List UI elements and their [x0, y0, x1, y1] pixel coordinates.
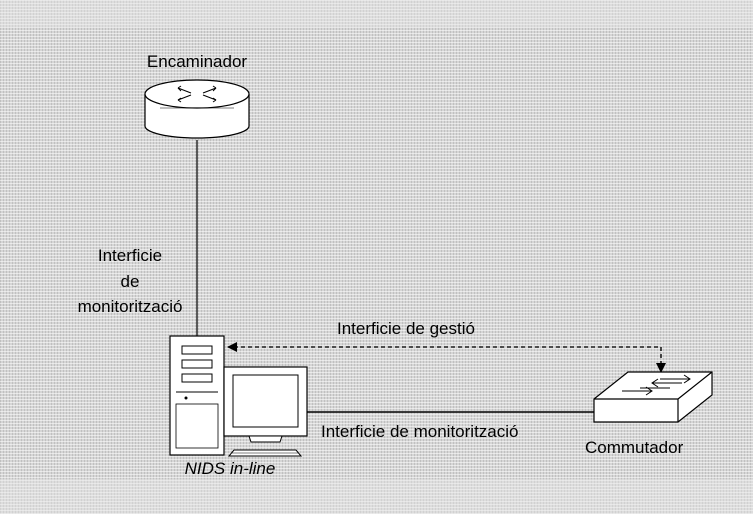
- bottom-band: [0, 479, 753, 514]
- management-link-label: Interficie de gestió: [337, 319, 475, 338]
- computer-tower-icon: [169, 335, 225, 456]
- router-nids-link-label-line2: de: [120, 272, 140, 291]
- monitor-icon: [223, 366, 308, 443]
- switch-label: Commutador: [585, 438, 684, 457]
- router-label: Encaminador: [146, 52, 248, 71]
- router-nids-link-label-line3: monitorització: [77, 297, 183, 316]
- top-band: [0, 0, 753, 28]
- keyboard-icon: [227, 449, 303, 457]
- management-link: [227, 342, 662, 365]
- router-nids-link-label-line1: Interficie: [97, 246, 163, 265]
- router-icon: [144, 79, 250, 139]
- nids-label: NIDS in-line: [184, 459, 276, 478]
- nids-switch-link-label: Interficie de monitorització: [321, 422, 519, 441]
- switch-icon: [593, 371, 713, 423]
